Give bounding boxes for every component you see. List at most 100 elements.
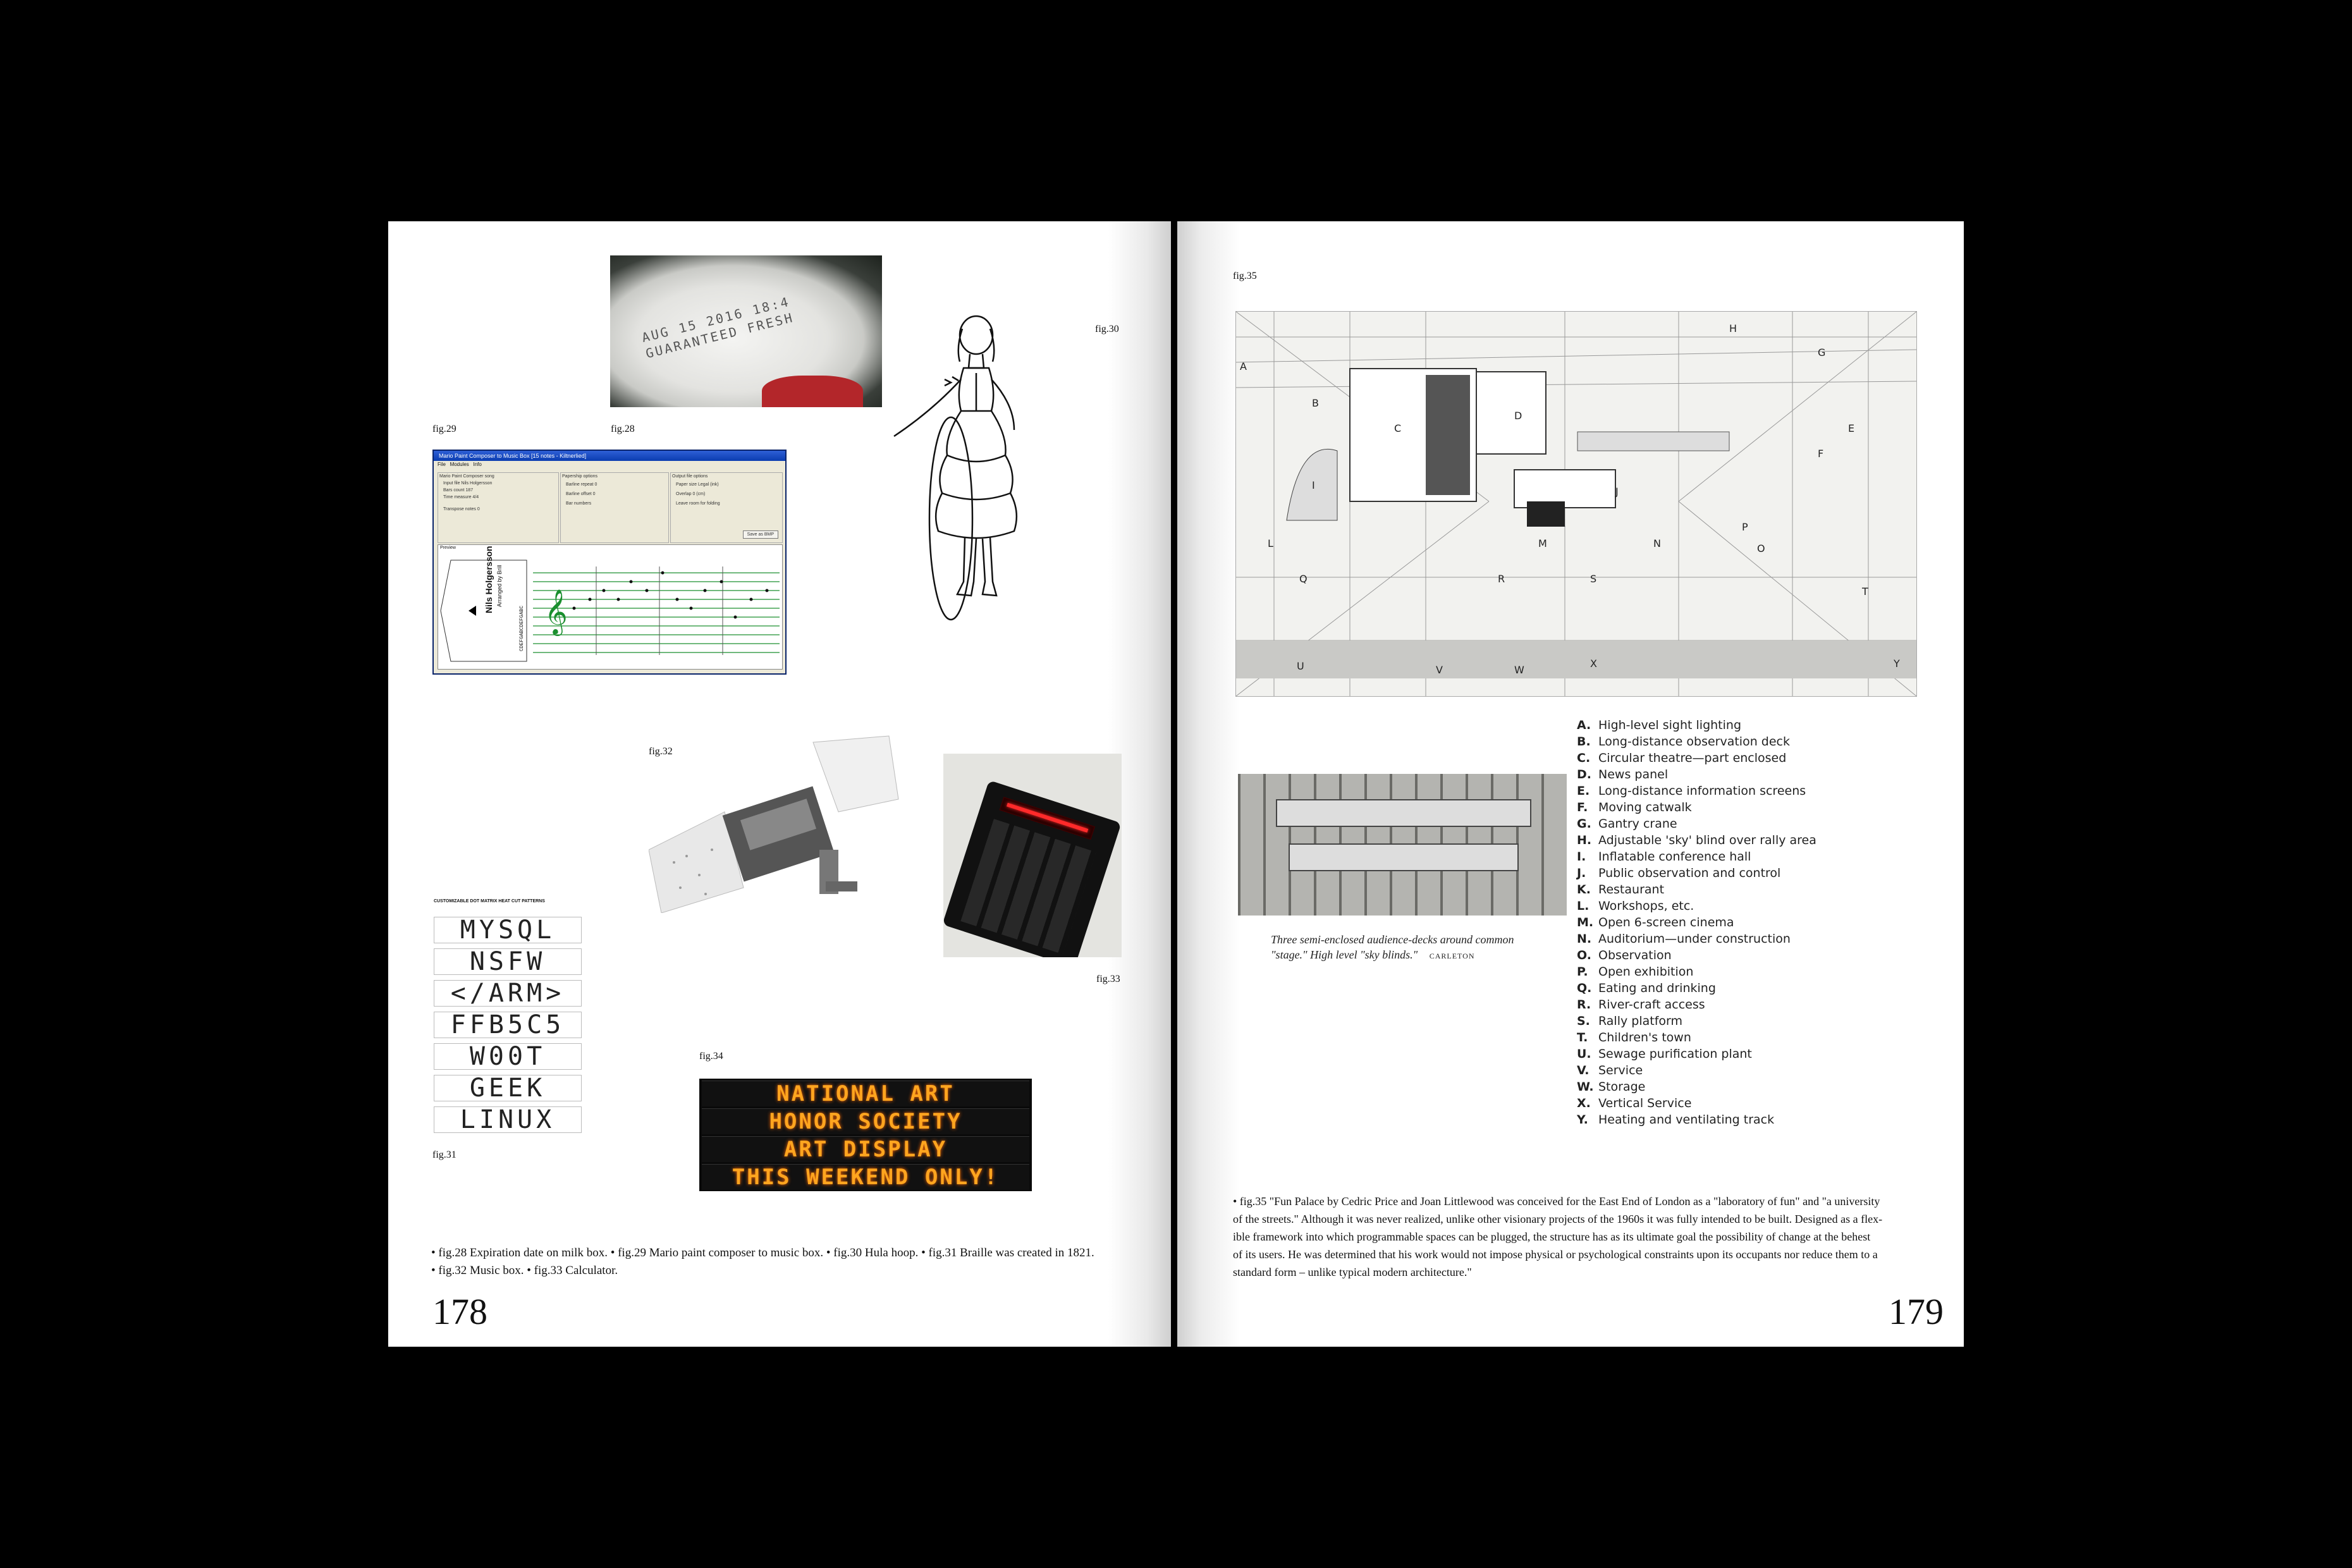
calculator-photo bbox=[943, 754, 1122, 957]
drawing-letter: G bbox=[1818, 346, 1825, 358]
photo-caption-text: Three semi-enclosed audience-decks aroun… bbox=[1271, 933, 1514, 961]
braille-word: GEEK bbox=[434, 1075, 582, 1101]
window-menu: File Modules Info bbox=[434, 461, 785, 469]
fig30-label: fig.30 bbox=[1095, 324, 1119, 334]
legend-item: F.Moving catwalk bbox=[1577, 800, 1692, 814]
braille-word: LINUX bbox=[434, 1106, 582, 1133]
right-page: fig.35 A B bbox=[1177, 221, 1964, 1347]
braille-word: W00T bbox=[434, 1043, 582, 1070]
paper-group-title: Papership options bbox=[562, 474, 598, 479]
song-group-title: Mario Paint Composer song bbox=[439, 474, 494, 479]
legend-item: N.Auditorium—under construction bbox=[1577, 932, 1791, 946]
song-title: Nils Holgersson bbox=[484, 546, 494, 613]
drawing-letter: P bbox=[1742, 521, 1748, 533]
drawing-letter: H bbox=[1729, 322, 1737, 334]
menu-file: File bbox=[438, 462, 446, 467]
braille-title: CUSTOMIZABLE DOT MATRIX HEAT CUT PATTERN… bbox=[434, 899, 545, 903]
legend-item: O.Observation bbox=[1577, 948, 1672, 962]
output-row: Paper size Legal (ink) bbox=[676, 482, 719, 487]
drawing-letter: W bbox=[1514, 664, 1524, 676]
song-row: Input file Nils Holgersson bbox=[443, 481, 493, 486]
right-caption-line: of its users. He was determined that his… bbox=[1233, 1248, 1878, 1261]
left-caption-line-1: • fig.28 Expiration date on milk box. • … bbox=[431, 1246, 1094, 1259]
menu-modules: Modules bbox=[450, 462, 469, 467]
drawing-letter: D bbox=[1514, 410, 1522, 422]
song-group: Mario Paint Composer song Input file Nil… bbox=[438, 472, 559, 543]
legend-item: A.High-level sight lighting bbox=[1577, 718, 1742, 732]
drawing-letter: T bbox=[1861, 585, 1868, 597]
milk-box-photo: AUG 15 2016 18:4 GUARANTEED FRESH bbox=[610, 255, 882, 407]
hula-hoop-girl-drawing bbox=[893, 315, 1018, 621]
song-row: Time measure 4/4 bbox=[443, 495, 479, 499]
led-line: HONOR SOCIETY bbox=[702, 1108, 1029, 1134]
drawing-letter: U bbox=[1297, 660, 1304, 672]
legend-list: A.High-level sight lighting B.Long-dista… bbox=[1577, 717, 1842, 1128]
drawing-letter: O bbox=[1757, 542, 1765, 554]
output-group-title: Output file options bbox=[672, 474, 708, 479]
fig31-label: fig.31 bbox=[432, 1149, 456, 1160]
expiration-stamp: AUG 15 2016 18:4 GUARANTEED FRESH bbox=[640, 293, 796, 362]
fig32-label: fig.32 bbox=[649, 746, 673, 757]
drawing-letter: X bbox=[1590, 658, 1597, 670]
legend-item: U.Sewage purification plant bbox=[1577, 1047, 1752, 1061]
drawing-letter: K bbox=[1559, 517, 1565, 529]
composer-window-screenshot: Mario Paint Composer to Music Box [15 no… bbox=[432, 450, 787, 675]
legend-item: I.Inflatable conference hall bbox=[1577, 850, 1751, 864]
led-line: NATIONAL ART bbox=[702, 1081, 1029, 1106]
right-caption-line: of the streets." Although it was never r… bbox=[1233, 1213, 1883, 1225]
fig35-label: fig.35 bbox=[1233, 271, 1257, 281]
led-line: THIS WEEKEND ONLY! bbox=[702, 1164, 1029, 1190]
drawing-letter: M bbox=[1538, 537, 1547, 549]
right-caption-line: ible framework into which programmable s… bbox=[1233, 1230, 1871, 1243]
legend-item: P.Open exhibition bbox=[1577, 965, 1694, 979]
braille-word: </ARM> bbox=[434, 980, 582, 1007]
photo-credit: CARLETON bbox=[1429, 952, 1475, 960]
legend-item: Y.Heating and ventilating track bbox=[1577, 1113, 1775, 1127]
drawing-letter: S bbox=[1590, 573, 1596, 585]
braille-word: MYSQL bbox=[434, 917, 582, 943]
fig33-label: fig.33 bbox=[1096, 974, 1120, 984]
drawing-letter: Y bbox=[1893, 658, 1900, 670]
led-line: ART DISPLAY bbox=[702, 1136, 1029, 1162]
led-sign-photo: NATIONAL ART HONOR SOCIETY ART DISPLAY T… bbox=[699, 1079, 1032, 1191]
drawing-letter: V bbox=[1436, 664, 1443, 676]
drawing-letter: C bbox=[1394, 422, 1401, 434]
drawing-letter: L bbox=[1268, 537, 1273, 549]
drawing-letter: I bbox=[1312, 479, 1315, 491]
drawing-letter: Q bbox=[1299, 573, 1308, 585]
drawing-letter: R bbox=[1498, 573, 1505, 585]
paper-group: Papership options Barline repeat 0 Barli… bbox=[560, 472, 669, 543]
fun-palace-sketch: A B C D E F G H I J K L M N O P Q R S T bbox=[1236, 312, 1916, 696]
song-arranger: Arranged by Brill bbox=[496, 565, 503, 607]
page-number-left: 178 bbox=[432, 1291, 487, 1332]
paper-row: Barline offset 0 bbox=[566, 492, 596, 496]
drawing-letter: N bbox=[1653, 537, 1661, 549]
legend-item: V.Service bbox=[1577, 1063, 1643, 1077]
song-row: Transpose notes 0 bbox=[443, 507, 480, 511]
paper-row: Bar numbers bbox=[566, 501, 592, 506]
output-group: Output file options Paper size Legal (in… bbox=[670, 472, 783, 543]
braille-word: NSFW bbox=[434, 948, 582, 975]
legend-item: C.Circular theatre—part enclosed bbox=[1577, 751, 1787, 765]
calculator-keypad bbox=[960, 819, 1096, 955]
drawing-letter: E bbox=[1848, 422, 1854, 434]
drawing-letter: F bbox=[1818, 448, 1823, 460]
svg-text:𝄞: 𝄞 bbox=[544, 588, 568, 636]
fun-palace-drawing: A B C D E F G H I J K L M N O P Q R S T bbox=[1235, 311, 1917, 697]
audience-decks-photo bbox=[1238, 774, 1567, 916]
legend-item: H.Adjustable 'sky' blind over rally area bbox=[1577, 833, 1816, 847]
legend-item: J.Public observation and control bbox=[1577, 866, 1781, 880]
drawing-letter: B bbox=[1312, 397, 1319, 409]
left-caption: • fig.28 Expiration date on milk box. • … bbox=[431, 1244, 1094, 1280]
legend-item: T.Children's town bbox=[1577, 1031, 1691, 1044]
output-row: Leave room for folding bbox=[676, 501, 720, 506]
page-number-right: 179 bbox=[1889, 1291, 1944, 1332]
paper-row: Barline repeat 0 bbox=[566, 482, 597, 487]
legend-item: G.Gantry crane bbox=[1577, 817, 1677, 831]
legend-item: K.Restaurant bbox=[1577, 883, 1665, 897]
left-page: AUG 15 2016 18:4 GUARANTEED FRESH fig.29… bbox=[388, 221, 1171, 1347]
fig29-label: fig.29 bbox=[432, 424, 456, 434]
legend-item: M.Open 6-screen cinema bbox=[1577, 916, 1734, 929]
music-box-photo bbox=[649, 735, 899, 913]
legend-item: W.Storage bbox=[1577, 1080, 1646, 1094]
